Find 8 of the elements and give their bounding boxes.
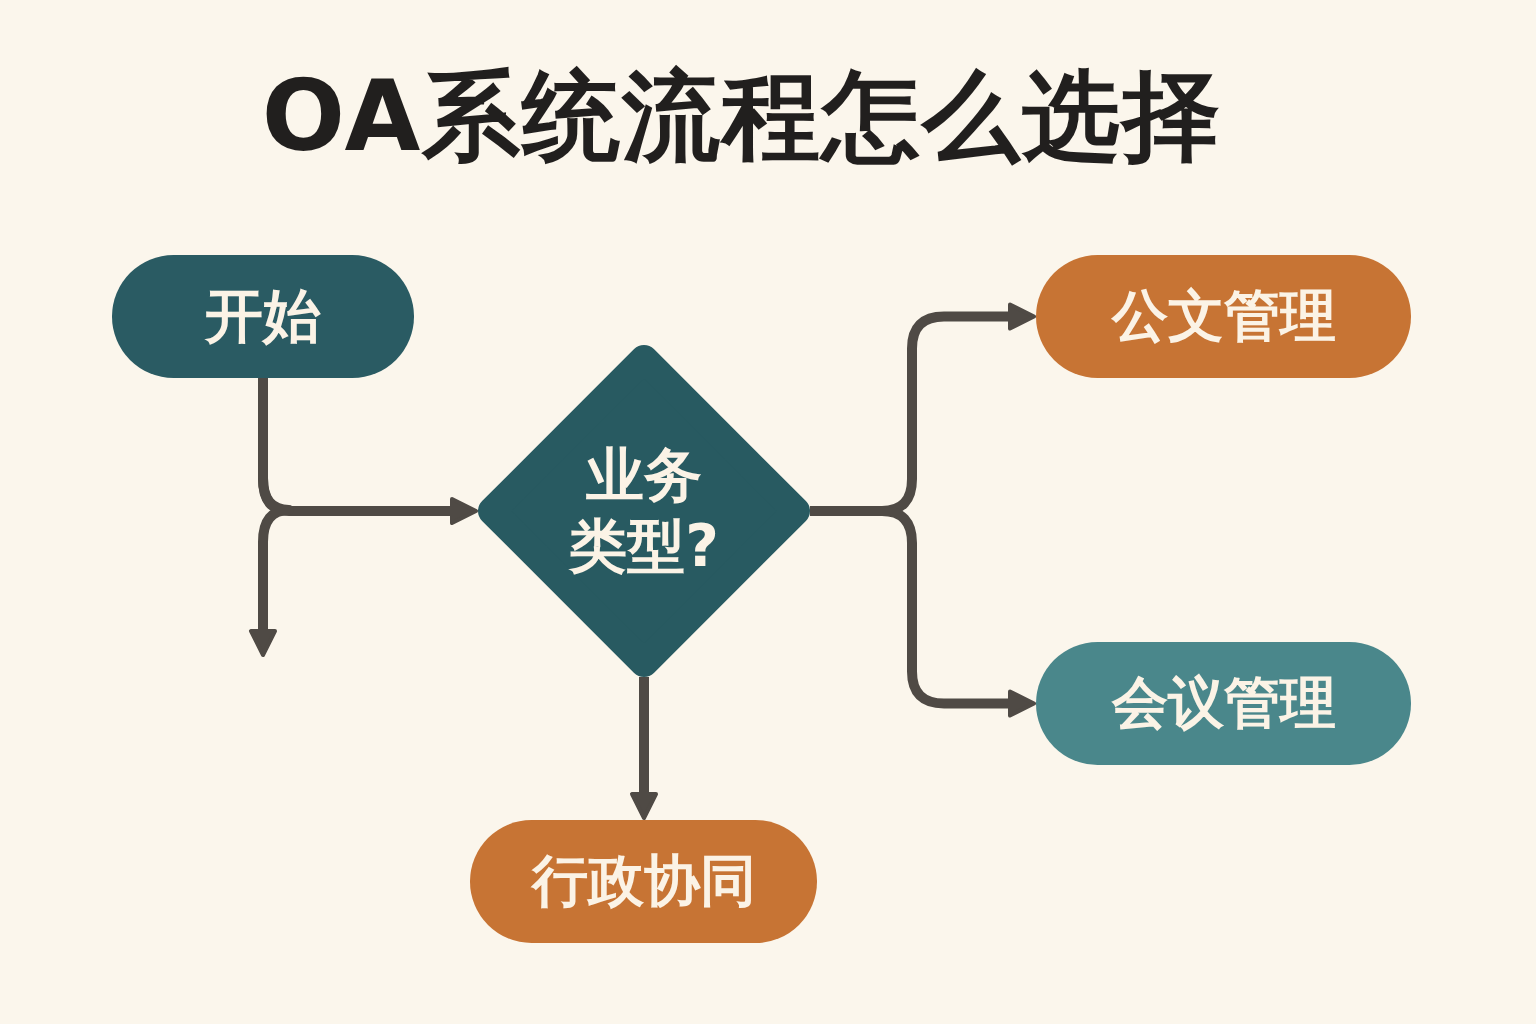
decision-diamond — [478, 345, 810, 677]
arrow — [630, 677, 658, 820]
node-label: 行政协同 — [531, 847, 756, 916]
node-label: 会议管理 — [1111, 669, 1336, 738]
node-label: 公文管理 — [1111, 282, 1336, 351]
diagram-title: OA系统流程怎么选择 — [261, 62, 1223, 172]
node-label: 业务类型? — [568, 440, 720, 582]
node-label: 开始 — [205, 281, 321, 352]
